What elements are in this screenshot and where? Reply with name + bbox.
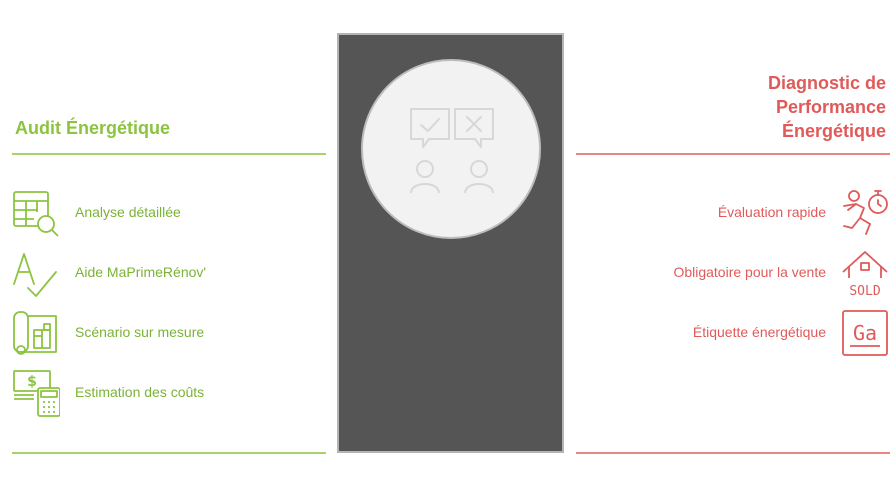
- comparison-center-circle: [361, 59, 541, 239]
- analyse-detaillee-label: Analyse détaillée: [75, 204, 181, 220]
- svg-text:$: $: [27, 374, 37, 390]
- diagnostic-performance-energetique-title: Diagnostic de Performance Énergétique: [666, 71, 886, 143]
- letter-a-checkmark-icon: [13, 253, 57, 297]
- aide-maprimerenov-label: Aide MaPrimeRénov': [75, 264, 207, 280]
- right-item-evaluation: Évaluation rapide: [590, 188, 890, 238]
- house-sold-icon: SOLD: [842, 251, 888, 298]
- obligatoire-pour-la-vente-label: Obligatoire pour la vente: [673, 264, 826, 280]
- money-calculator-icon: $: [13, 370, 60, 417]
- check-vs-cross-people-icon: [410, 108, 494, 193]
- estimation-des-couts-label: Estimation des coûts: [75, 384, 205, 400]
- energy-label-ga-icon: Ga: [842, 310, 888, 356]
- blueprint-building-icon: [13, 311, 57, 355]
- right-bottom-divider: [576, 452, 890, 454]
- running-stopwatch-icon: [843, 190, 888, 235]
- left-item-scenario: Scénario sur mesure: [10, 308, 310, 358]
- right-item-etiquette: Étiquette énergétique Ga: [590, 308, 890, 358]
- scenario-sur-mesure-label: Scénario sur mesure: [75, 324, 205, 340]
- etiquette-energetique-label: Étiquette énergétique: [692, 324, 826, 340]
- evaluation-rapide-label: Évaluation rapide: [717, 204, 826, 220]
- title-line-3: Énergétique: [781, 121, 886, 141]
- title-line-2: Performance: [775, 97, 886, 117]
- left-item-estimation: $ Estimation des coûts: [10, 368, 310, 418]
- sold-sign-text: SOLD: [849, 284, 880, 298]
- audit-energetique-title: Audit Énergétique: [15, 118, 171, 138]
- spreadsheet-magnifier-icon: [13, 191, 59, 237]
- left-item-analyse: Analyse détaillée: [10, 188, 310, 238]
- left-bottom-divider: [12, 452, 326, 454]
- left-item-aide: Aide MaPrimeRénov': [10, 248, 310, 298]
- right-item-obligatoire: Obligatoire pour la vente SOLD: [590, 248, 890, 298]
- left-top-divider: [12, 153, 326, 155]
- right-top-divider: [576, 153, 890, 155]
- energy-label-text: Ga: [853, 321, 877, 345]
- title-line-1: Diagnostic de: [767, 73, 886, 93]
